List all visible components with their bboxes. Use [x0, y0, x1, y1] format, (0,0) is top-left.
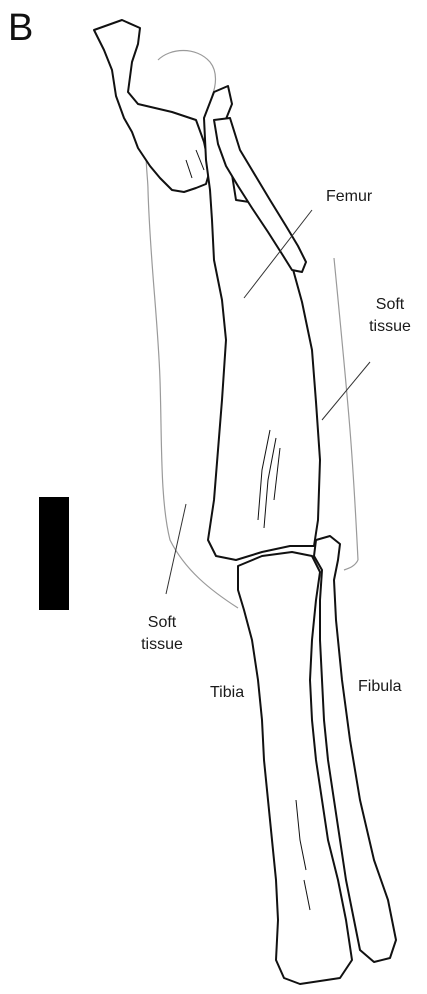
proximal-bone-block	[94, 20, 210, 192]
label-soft-tissue-right: Soft tissue	[360, 294, 420, 338]
soft-tissue-outline-upper	[158, 51, 216, 97]
panel-letter: B	[8, 8, 33, 48]
label-tibia: Tibia	[210, 682, 244, 704]
label-soft-tissue-right-line1: Soft	[360, 294, 420, 316]
label-soft-tissue-left: Soft tissue	[128, 612, 196, 656]
label-soft-tissue-right-line2: tissue	[360, 316, 420, 338]
leader-soft-tissue-left	[166, 504, 186, 594]
label-soft-tissue-left-line2: tissue	[128, 634, 196, 656]
soft-tissue-outline-right	[334, 258, 358, 560]
leader-soft-tissue-right	[322, 362, 370, 420]
label-fibula: Fibula	[358, 676, 402, 698]
scale-bar	[39, 497, 69, 610]
soft-tissue-outline-lower-right	[344, 560, 358, 570]
bones-group	[94, 20, 396, 984]
label-soft-tissue-left-line1: Soft	[128, 612, 196, 634]
label-femur: Femur	[326, 186, 372, 208]
femur	[204, 86, 320, 560]
